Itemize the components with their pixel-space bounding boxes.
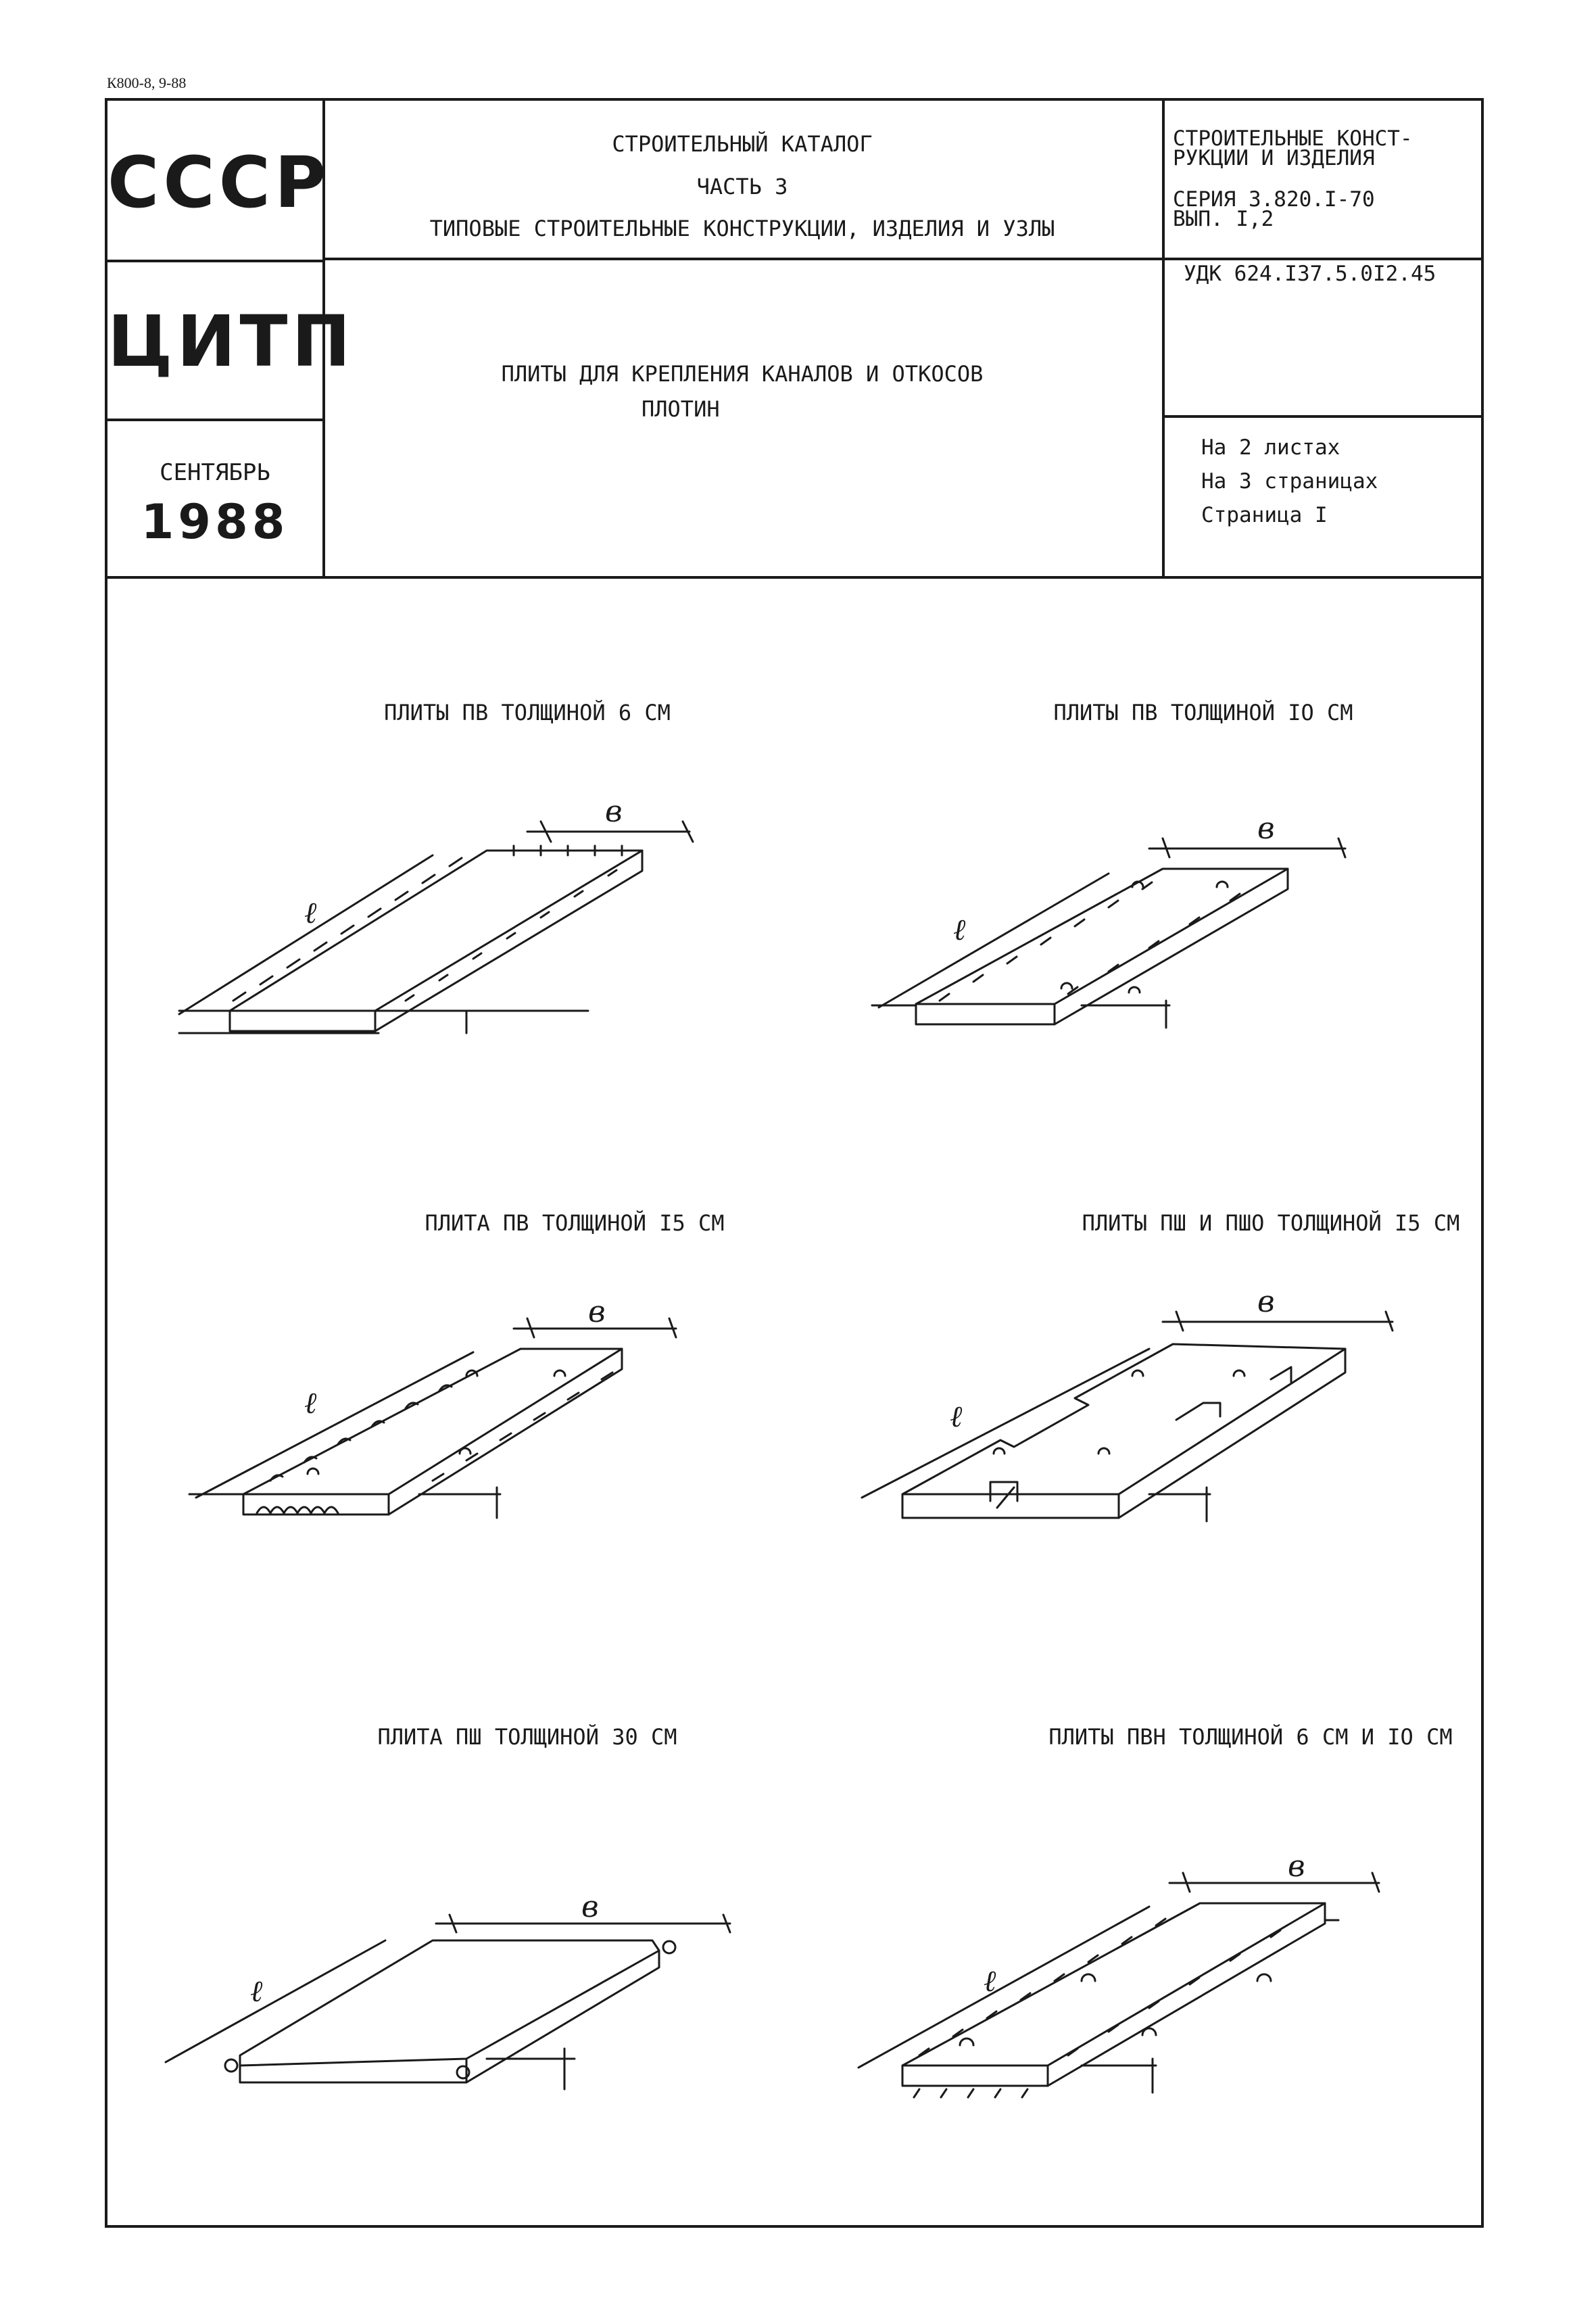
svg-text:ℓ: ℓ: [984, 1964, 996, 1999]
divider: [107, 576, 1484, 579]
slab-pv6: ℓ в: [178, 794, 694, 1034]
divider: [322, 258, 1484, 260]
catalog-subtitle: ТИПОВЫЕ СТРОИТЕЛЬНЫЕ КОНСТРУКЦИИ, ИЗДЕЛИ…: [429, 216, 1055, 241]
svg-text:ℓ: ℓ: [250, 1974, 263, 2009]
document-title-line2: ПЛОТИН: [642, 396, 720, 422]
organization-stamp: ЦИТП: [107, 300, 355, 383]
sheet-count: На 2 листах: [1201, 435, 1340, 460]
svg-text:ℓ: ℓ: [953, 913, 966, 947]
page-number: Страница I: [1201, 503, 1328, 527]
divider: [107, 419, 325, 421]
dim-width: в: [605, 794, 623, 829]
dim-width: в: [1257, 1285, 1275, 1319]
figure-caption: ПЛИТА ПВ ТОЛЩИНОЙ I5 СМ: [425, 1210, 725, 1236]
figure-caption: ПЛИТА ПШ ТОЛЩИНОЙ 30 СМ: [377, 1724, 677, 1750]
country-stamp: СССР: [107, 141, 331, 224]
divider: [107, 260, 325, 262]
dim-width: в: [581, 1890, 599, 1924]
document-code: К800-8, 9-88: [107, 74, 187, 91]
dim-width: в: [588, 1295, 606, 1329]
divider: [1162, 415, 1484, 418]
sheet-info: На 2 листах На 3 страницах Страница I: [1201, 431, 1378, 532]
document-title: ПЛИТЫ ДЛЯ КРЕПЛЕНИЯ КАНАЛОВ И ОТКОСОВ: [501, 361, 984, 387]
series-info: СЕРИЯ 3.820.I-70 ВЫП. I,2: [1173, 187, 1375, 231]
catalog-part: ЧАСТЬ 3: [696, 174, 788, 199]
slab-psh30: ℓ в: [164, 1890, 731, 2091]
figure-caption: ПЛИТЫ ПВ ТОЛЩИНОЙ IO СМ: [1053, 700, 1353, 725]
svg-text:ℓ: ℓ: [304, 896, 317, 930]
issue-month: СЕНТЯБРЬ: [160, 459, 270, 486]
figure-caption: ПЛИТЫ ПВ ТОЛЩИНОЙ 6 СМ: [384, 700, 671, 725]
slab-pv10: ℓ в: [871, 811, 1347, 1029]
udk-code: УДК 624.I37.5.0I2.45: [1184, 262, 1436, 286]
divider: [322, 101, 325, 578]
issue-number: ВЫП. I,2: [1173, 207, 1274, 231]
dim-width: в: [1257, 811, 1275, 846]
page-count: На 3 страницах: [1201, 469, 1378, 494]
series-number: СЕРИЯ 3.820.I-70: [1173, 187, 1375, 212]
slab-pvn: ℓ в: [857, 1849, 1380, 2099]
figure-caption: ПЛИТЫ ПШ И ПШО ТОЛЩИНОЙ I5 СМ: [1082, 1210, 1460, 1236]
section-line-1: СТРОИТЕЛЬНЫЕ КОНСТ-: [1173, 126, 1413, 151]
dim-width: в: [1288, 1849, 1305, 1884]
section-name: СТРОИТЕЛЬНЫЕ КОНСТ- РУКЦИИ И ИЗДЕЛИЯ: [1173, 126, 1413, 170]
divider: [1162, 101, 1165, 578]
catalog-title: СТРОИТЕЛЬНЫЙ КАТАЛОГ: [612, 131, 873, 157]
issue-year: 1988: [141, 494, 289, 550]
svg-text:ℓ: ℓ: [304, 1386, 317, 1421]
sheet-frame: СССР ЦИТП СЕНТЯБРЬ 1988 СТРОИТЕЛЬНЫЙ КАТ…: [105, 98, 1484, 2228]
section-line-2: РУКЦИИ И ИЗДЕЛИЯ: [1173, 146, 1375, 170]
figure-caption: ПЛИТЫ ПВН ТОЛЩИНОЙ 6 СМ И IO СМ: [1048, 1724, 1453, 1750]
slab-psh15: ℓ в: [861, 1285, 1394, 1523]
slab-pv15: ℓ в: [188, 1295, 677, 1519]
svg-text:ℓ: ℓ: [950, 1400, 963, 1434]
